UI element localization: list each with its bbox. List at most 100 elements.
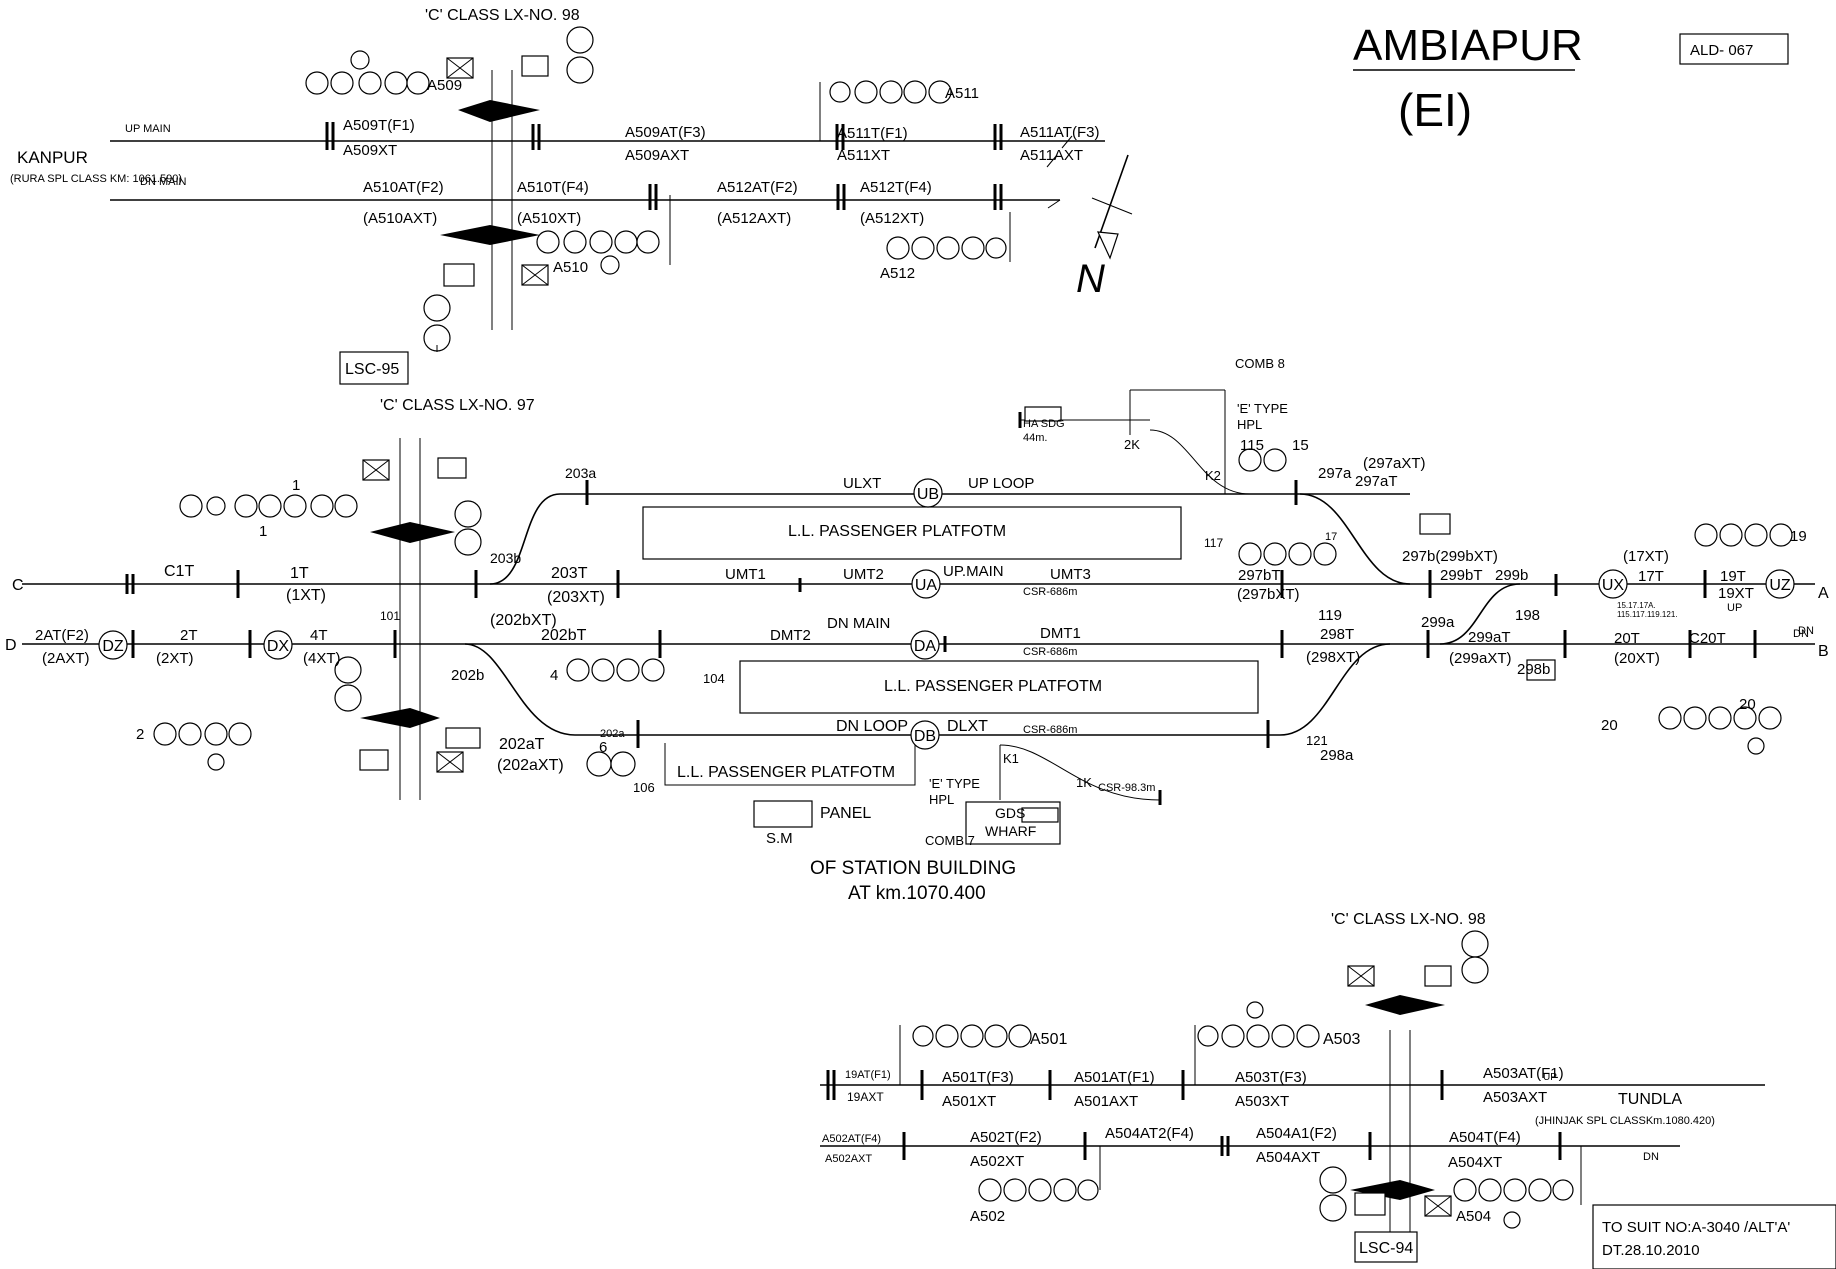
- lx-signal-icon: [1461, 930, 1489, 958]
- track-label: UMT3: [1050, 566, 1091, 583]
- track-label: UP.MAIN: [943, 563, 1004, 580]
- track-label: 101: [380, 609, 400, 623]
- track-label: A509AT(F3): [625, 124, 706, 141]
- track-label: 115.117.119.121.: [1617, 610, 1678, 619]
- suit-note-1: TO SUIT NO:A-3040 /ALT'A': [1602, 1219, 1790, 1236]
- track-label: (297aXT): [1363, 455, 1426, 472]
- track-label: 202bT: [541, 627, 587, 644]
- fixed-text: KANPUR (RURA SPL CLASS KM: 1061.590) TUN…: [10, 7, 1790, 1259]
- signal-4-icon: [566, 658, 665, 682]
- signal-17-icon: [1238, 542, 1337, 566]
- track-label: 2: [136, 726, 144, 743]
- track-label: DN: [1798, 625, 1814, 637]
- dn-platform: [739, 660, 1259, 714]
- marker-da: DA: [914, 638, 937, 655]
- signal-a510-icon: [536, 230, 660, 275]
- marker-dx: DX: [267, 638, 290, 655]
- end-kanpur-km: (RURA SPL CLASS KM: 1061.590): [10, 173, 182, 185]
- end-kanpur: KANPUR: [17, 148, 88, 167]
- track-label: (2XT): [156, 650, 194, 667]
- track-label: 19XT: [1718, 585, 1754, 602]
- sm-label: S.M: [766, 830, 793, 847]
- lsc95-box: [339, 351, 409, 385]
- track-label: A504XT: [1448, 1154, 1502, 1171]
- track-label: A510T(F4): [517, 179, 589, 196]
- end-tundla: TUNDLA: [1618, 1091, 1682, 1108]
- track-label: (203XT): [547, 589, 605, 606]
- track-label: K1: [1003, 751, 1019, 766]
- track-label: A511XT: [837, 147, 890, 164]
- track-label: A501T(F3): [942, 1069, 1014, 1086]
- track-label: 15.17.17A.: [1617, 601, 1656, 610]
- track-label: 'E' TYPE: [1237, 401, 1288, 416]
- track-label: (202bXT): [490, 612, 557, 629]
- track-label: DMT1: [1040, 625, 1081, 642]
- track-label: 298a: [1320, 747, 1354, 764]
- drawing-number-box: [1679, 33, 1789, 65]
- track-label: 20T: [1614, 630, 1640, 647]
- track-label: A501: [1030, 1031, 1067, 1048]
- track-label: ULXT: [843, 475, 881, 492]
- track-label: DN MAIN: [827, 615, 890, 632]
- marker-a: A: [1818, 585, 1829, 602]
- lsc-95: LSC-95: [345, 361, 399, 378]
- marker-b: B: [1818, 643, 1829, 660]
- track-label: (20XT): [1614, 650, 1660, 667]
- track-label: 4: [550, 667, 558, 684]
- dn-platform-label: L.L. PASSENGER PLATFOTM: [884, 678, 1102, 695]
- barrier-icon: [1365, 995, 1445, 1015]
- track-label: COMB 7: [925, 833, 975, 848]
- north-label: N: [1076, 257, 1105, 301]
- barrier-icon: [1350, 1180, 1435, 1200]
- barrier-icon: [440, 225, 540, 245]
- track-label: 299bT: [1440, 567, 1483, 584]
- track-label: 106: [633, 780, 655, 795]
- track-label: A510: [553, 259, 588, 276]
- track-label: A503XT: [1235, 1093, 1289, 1110]
- station-centre: OF STATION BUILDING: [810, 858, 1016, 879]
- track-label: (298XT): [1306, 649, 1360, 666]
- track-label: A511T(F1): [837, 125, 908, 142]
- track-label: 20: [1739, 696, 1756, 713]
- lsc-94: LSC-94: [1359, 1240, 1413, 1257]
- barrier-icon: [360, 708, 440, 728]
- bottom-tracks: [820, 930, 1836, 1269]
- track-label: A509T(F1): [343, 117, 415, 134]
- track-label: A511AXT: [1020, 147, 1083, 164]
- track-label: 6: [599, 739, 607, 756]
- track-label: 17T: [1638, 568, 1664, 585]
- track-label: A504A1(F2): [1256, 1125, 1337, 1142]
- track-label: HA SDG: [1023, 418, 1065, 430]
- track-label: A503AT(F1): [1483, 1065, 1564, 1082]
- track-label: COMB 8: [1235, 356, 1285, 371]
- track-label: UMT2: [843, 566, 884, 583]
- track-label: CSR-686m: [1023, 724, 1077, 736]
- track-label: A503AXT: [1483, 1089, 1547, 1106]
- track-label: A502AT(F4): [822, 1133, 881, 1145]
- signal-a501-icon: [912, 1024, 1032, 1048]
- track-label: A509AXT: [625, 147, 689, 164]
- station-km: AT km.1070.400: [848, 883, 986, 904]
- track-label: 298T: [1320, 626, 1354, 643]
- track-label: 202b: [451, 667, 484, 684]
- marker-ua: UA: [915, 577, 938, 594]
- signal-a503-icon: [1197, 1001, 1320, 1048]
- track-label: 297aT: [1355, 473, 1398, 490]
- track-label: (2AXT): [42, 650, 90, 667]
- track-label: (299aXT): [1449, 650, 1512, 667]
- track-label: 115: [1240, 437, 1264, 454]
- station-tracks: [22, 389, 1815, 845]
- dn-loop-platform: [664, 743, 916, 786]
- signal-1-icon: [179, 494, 358, 518]
- track-label: 203b: [490, 550, 521, 566]
- marker-ux: UX: [1602, 577, 1625, 594]
- track-label: 19AT(F1): [845, 1069, 891, 1081]
- up-platform: [642, 506, 1182, 560]
- marker-d: D: [5, 637, 17, 654]
- track-label: UP MAIN: [125, 123, 171, 135]
- signal-2-icon: [153, 722, 252, 771]
- track-label: DMT2: [770, 627, 811, 644]
- barrier-icon: [370, 522, 455, 543]
